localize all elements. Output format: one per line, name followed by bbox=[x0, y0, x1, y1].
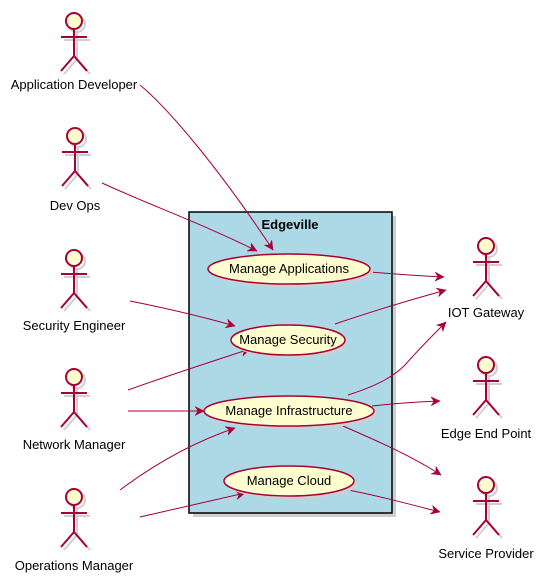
edge-manage-security-iot-gateway bbox=[334, 290, 446, 325]
edge-operations-manager-manage-cloud bbox=[139, 493, 245, 518]
edge-manage-infrastructure-iot-gateway bbox=[347, 322, 446, 396]
actor-service-provider: Service Provider bbox=[438, 476, 534, 561]
actor-iot-gateway: IOT Gateway bbox=[448, 237, 525, 320]
usecase-label: Manage Security bbox=[239, 332, 337, 347]
edge-manage-cloud-service-provider bbox=[342, 488, 440, 512]
relations bbox=[101, 84, 446, 518]
usecase-label: Manage Cloud bbox=[247, 473, 332, 488]
usecase-manage-applications: Manage Applications bbox=[207, 253, 373, 287]
actor-application-developer: Application Developer bbox=[11, 12, 138, 92]
edge-manage-applications-iot-gateway bbox=[369, 271, 444, 277]
actor-label: IOT Gateway bbox=[448, 305, 525, 320]
edge-security-engineer-manage-security bbox=[129, 300, 235, 326]
system-title: Edgeville bbox=[261, 217, 318, 232]
stick-figure-icon bbox=[60, 12, 91, 75]
actor-edge-end-point: Edge End Point bbox=[441, 356, 532, 441]
actor-label: Security Engineer bbox=[23, 318, 126, 333]
actor-dev-ops: Dev Ops bbox=[50, 127, 101, 213]
edge-dev-ops-manage-applications bbox=[101, 182, 257, 252]
actor-network-manager: Network Manager bbox=[23, 368, 126, 452]
stick-figure-icon bbox=[60, 488, 91, 551]
edge-network-manager-manage-security bbox=[127, 349, 250, 391]
usecase-manage-cloud: Manage Cloud bbox=[223, 465, 357, 499]
stick-figure-icon bbox=[61, 127, 92, 190]
usecase-label: Manage Applications bbox=[229, 261, 349, 276]
actor-label: Network Manager bbox=[23, 437, 126, 452]
stick-figure-icon bbox=[472, 237, 503, 300]
usecase-manage-security: Manage Security bbox=[230, 324, 348, 358]
actor-label: Edge End Point bbox=[441, 426, 532, 441]
usecase-label: Manage Infrastructure bbox=[225, 403, 352, 418]
edge-manage-infrastructure-service-provider bbox=[342, 425, 441, 476]
actor-security-engineer: Security Engineer bbox=[23, 249, 126, 333]
actor-label: Application Developer bbox=[11, 77, 138, 92]
stick-figure-icon bbox=[60, 249, 91, 312]
actor-label: Operations Manager bbox=[15, 558, 134, 573]
edge-application-developer-manage-applications bbox=[139, 84, 274, 250]
edge-operations-manager-manage-infrastructure bbox=[119, 428, 235, 491]
stick-figure-icon bbox=[60, 368, 91, 431]
stick-figure-icon bbox=[472, 356, 503, 419]
actor-operations-manager: Operations Manager bbox=[15, 488, 134, 573]
actor-label: Dev Ops bbox=[50, 198, 101, 213]
edge-manage-infrastructure-edge-end-point bbox=[371, 401, 440, 407]
actor-label: Service Provider bbox=[438, 546, 534, 561]
stick-figure-icon bbox=[472, 476, 503, 539]
usecase-manage-infrastructure: Manage Infrastructure bbox=[203, 395, 377, 429]
